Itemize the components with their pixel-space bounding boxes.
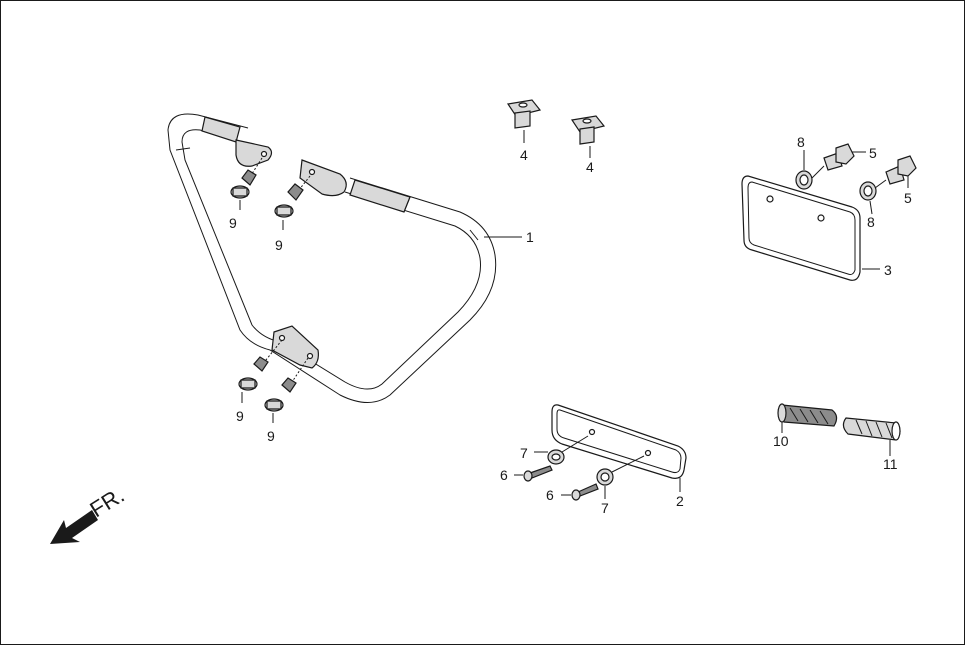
grip-11: 11 <box>842 417 901 472</box>
plate-2: 2 <box>551 404 687 509</box>
callout-4b: 4 <box>586 159 594 175</box>
hex-bolt-5b: 5 <box>885 155 917 206</box>
washer-7a: 7 <box>520 435 589 465</box>
flange-bolt-9d: 9 <box>264 357 309 444</box>
callout-4a: 4 <box>520 147 528 163</box>
callout-7b: 7 <box>601 500 609 516</box>
callout-9d: 9 <box>267 428 275 444</box>
callout-10: 10 <box>773 433 789 449</box>
callout-9b: 9 <box>275 237 283 253</box>
washer-8a: 8 <box>795 134 825 190</box>
grommet-4b: 4 <box>570 115 606 175</box>
callout-6b: 6 <box>546 487 554 503</box>
callout-8b: 8 <box>867 214 875 230</box>
washer-7b: 7 <box>596 455 645 516</box>
arrow-icon <box>50 510 98 544</box>
grommet-4a: 4 <box>506 99 542 163</box>
plate-3: 3 <box>741 175 892 281</box>
callout-5b: 5 <box>904 190 912 206</box>
callout-7a: 7 <box>520 445 528 461</box>
callout-5a: 5 <box>869 145 877 161</box>
frame-tab-upper-left <box>235 139 273 167</box>
callout-11: 11 <box>883 456 898 472</box>
callout-8a: 8 <box>797 134 805 150</box>
callout-1: 1 <box>526 229 534 245</box>
frame-tab-upper-right <box>299 159 347 197</box>
callout-9a: 9 <box>229 215 237 231</box>
screw-6a: 6 <box>500 465 553 483</box>
guard-frame: 1 <box>167 113 534 403</box>
grip-10: 10 <box>773 403 838 449</box>
callout-2: 2 <box>676 493 684 509</box>
washer-8b: 8 <box>859 179 887 230</box>
callout-3: 3 <box>884 262 892 278</box>
hex-bolt-5a: 5 <box>823 143 877 171</box>
flange-bolt-9b: 9 <box>274 175 311 253</box>
callout-9c: 9 <box>236 408 244 424</box>
callout-6a: 6 <box>500 467 508 483</box>
screw-6b: 6 <box>546 483 599 503</box>
flange-bolt-9c: 9 <box>236 339 283 424</box>
flange-bolt-9a: 9 <box>229 157 263 231</box>
